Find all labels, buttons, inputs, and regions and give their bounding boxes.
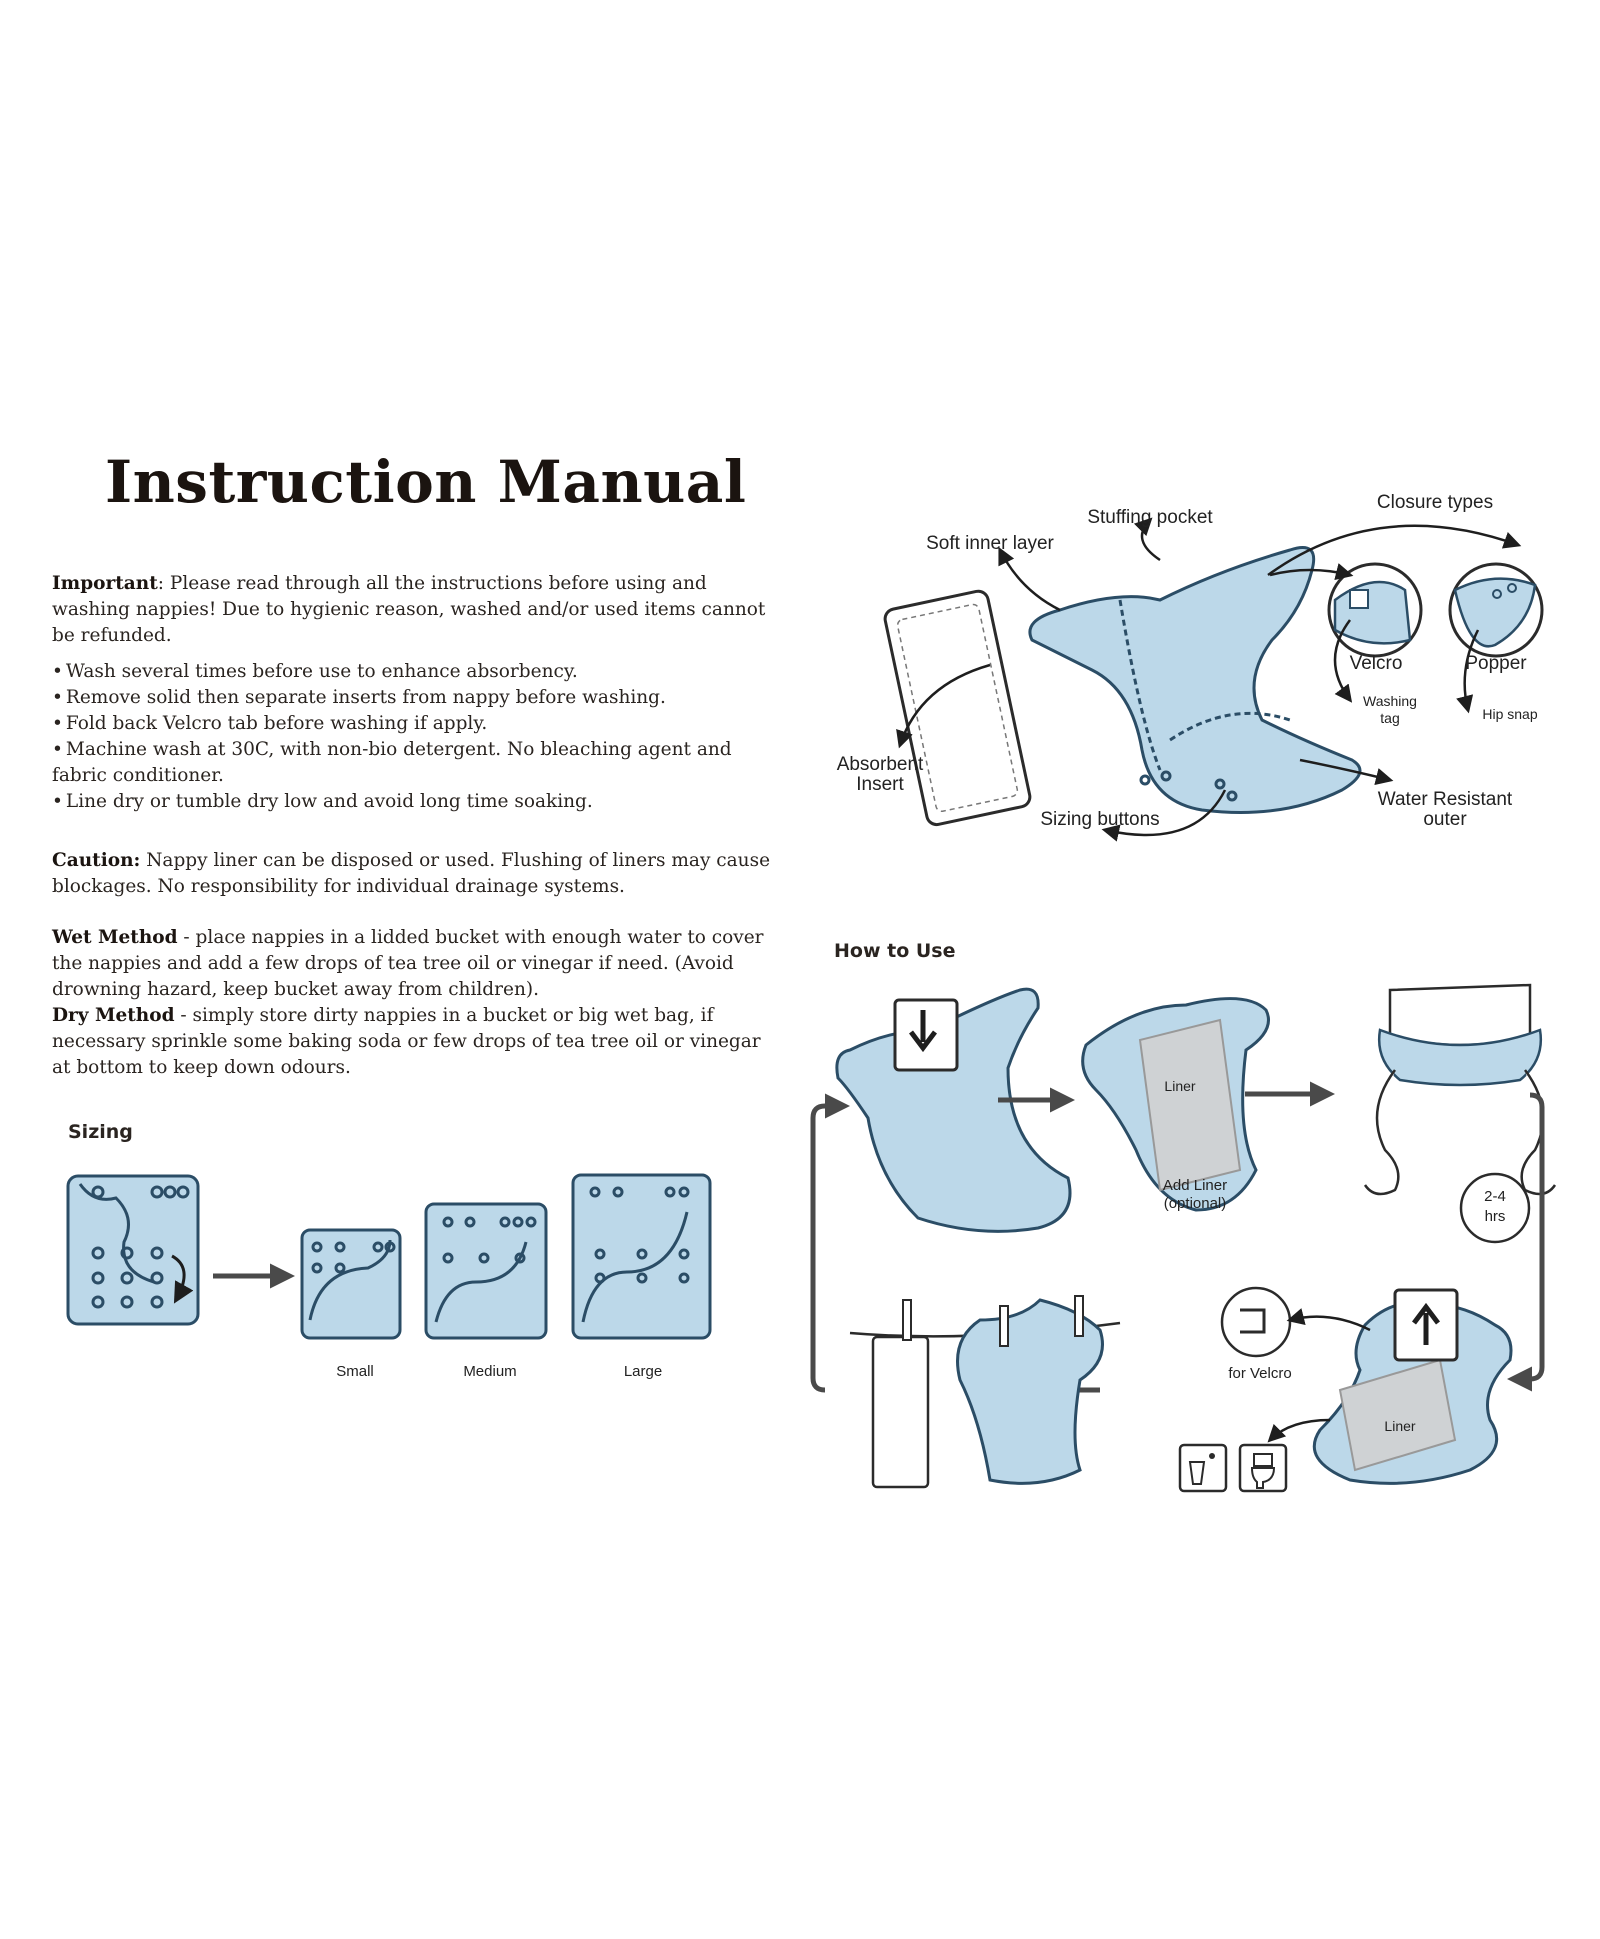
- list-item: Remove solid then separate inserts from …: [52, 685, 772, 711]
- important-paragraph: Important: Please read through all the i…: [52, 571, 772, 649]
- step1-insert-drawing: [835, 987, 1072, 1233]
- caution-text: Nappy liner can be disposed or used. Flu…: [52, 850, 771, 897]
- step3-baby-drawing: [1363, 983, 1557, 1196]
- timer-label-1: 2-4: [1484, 1188, 1506, 1205]
- washing-tag-label-1: Washing: [1363, 693, 1417, 709]
- timer-label-2: hrs: [1484, 1208, 1506, 1225]
- size-label-large: Large: [623, 1363, 663, 1380]
- sizing-heading: Sizing: [68, 1121, 133, 1143]
- absorbent-insert-drawing: [883, 589, 1032, 827]
- caution-paragraph: Caution: Nappy liner can be disposed or …: [52, 848, 772, 900]
- dry-method-paragraph: Dry Method - simply store dirty nappies …: [52, 1003, 772, 1081]
- water-resistant-label-2: outer: [1423, 809, 1467, 830]
- for-velcro-label: for Velcro: [1228, 1365, 1292, 1382]
- important-text: : Please read through all the instructio…: [52, 573, 766, 646]
- dry-method-label: Dry Method: [52, 1005, 175, 1026]
- page-title: Instruction Manual: [105, 448, 747, 516]
- washing-instructions-list: Wash several times before use to enhance…: [52, 659, 772, 815]
- wet-method-label: Wet Method: [52, 927, 178, 948]
- closure-types-label: Closure types: [1376, 492, 1494, 513]
- popper-label: Popper: [1465, 653, 1527, 674]
- hip-snap-label: Hip snap: [1482, 706, 1538, 722]
- step2-liner-drawing: [1081, 997, 1270, 1212]
- dry-method-text: - simply store dirty nappies in a bucket…: [52, 1005, 761, 1078]
- caution-label: Caution:: [52, 850, 141, 871]
- list-item: Fold back Velcro tab before washing if a…: [52, 711, 772, 737]
- drying-line-drawing: [849, 1295, 1121, 1489]
- diaper-large: [571, 1173, 712, 1340]
- add-liner-label-1: Add Liner: [1162, 1177, 1228, 1194]
- absorbent-insert-label-2: Insert: [856, 774, 904, 795]
- anatomy-arrows: [896, 517, 1522, 842]
- water-resistant-label-1: Water Resistant: [1377, 789, 1513, 810]
- wet-method-paragraph: Wet Method - place nappies in a lidded b…: [52, 925, 772, 1003]
- toilet-icon: [1238, 1418, 1331, 1493]
- wet-method-text: - place nappies in a lidded bucket with …: [52, 927, 764, 1000]
- sizing-diaper-open: [66, 1174, 200, 1326]
- washing-tag-label-2: tag: [1380, 710, 1400, 726]
- sizing-buttons-label: Sizing buttons: [1040, 809, 1160, 830]
- velcro-label: Velcro: [1349, 653, 1403, 674]
- closure-popper-circle: [1448, 562, 1544, 658]
- diaper-small: [300, 1228, 402, 1340]
- list-item: Machine wash at 30C, with non-bio deterg…: [52, 737, 772, 789]
- list-item: Wash several times before use to enhance…: [52, 659, 772, 685]
- important-label: Important: [52, 573, 158, 594]
- liner-label-step2: Liner: [1164, 1078, 1196, 1094]
- add-liner-label-2: (optional): [1163, 1195, 1227, 1212]
- size-label-small: Small: [336, 1363, 374, 1380]
- how-to-use-heading: How to Use: [834, 940, 956, 962]
- diaper-medium: [424, 1202, 548, 1340]
- liner-label-step4: Liner: [1384, 1418, 1416, 1434]
- step4-remove-drawing: [1312, 1288, 1513, 1485]
- absorbent-insert-label-1: Absorbent: [836, 754, 924, 775]
- closure-velcro-circle: [1327, 562, 1423, 658]
- size-label-medium: Medium: [463, 1363, 517, 1380]
- soft-inner-layer-label: Soft inner layer: [926, 533, 1054, 554]
- bin-icon: [1178, 1443, 1228, 1493]
- nappy-anatomy-drawing: [1028, 546, 1362, 814]
- timer-icon: [1459, 1172, 1531, 1244]
- list-item: Line dry or tumble dry low and avoid lon…: [52, 789, 772, 815]
- stuffing-pocket-label: Stuffing pocket: [1087, 507, 1213, 528]
- velcro-fold-icon: [1220, 1286, 1371, 1358]
